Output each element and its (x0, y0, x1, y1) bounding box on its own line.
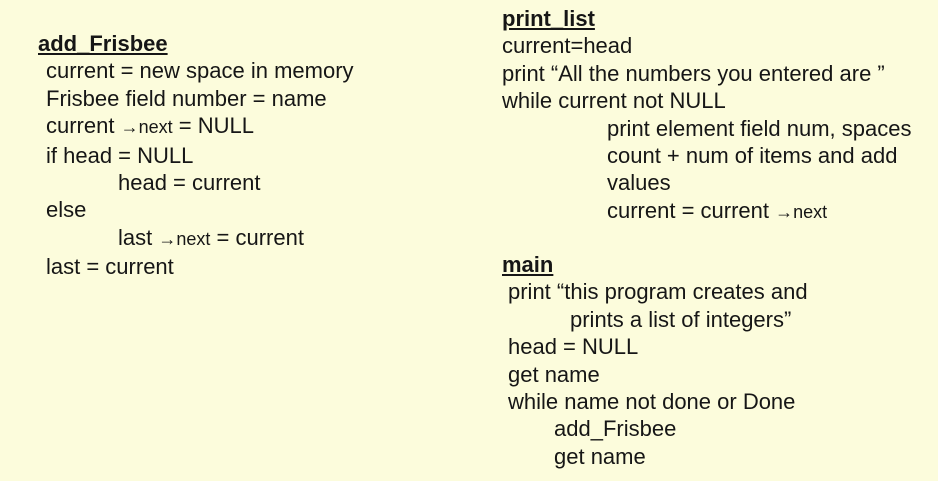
code-line: get name (502, 443, 808, 470)
code-line: last →next = current (38, 224, 354, 253)
code-line: if head = NULL (38, 142, 354, 169)
code-text: while current not NULL (502, 88, 726, 114)
code-line: head = NULL (502, 333, 808, 360)
code-line: print element field num, spaces (502, 115, 912, 142)
code-text: count + num of items and add (607, 143, 898, 169)
code-text: = current (210, 224, 304, 250)
code-line: current = new space in memory (38, 57, 354, 84)
code-text: get name (554, 443, 646, 469)
code-text: current = new space in memory (46, 58, 354, 84)
main-heading: main (502, 252, 554, 277)
arrow-next-token: →next (158, 228, 211, 249)
code-text: values (607, 170, 671, 196)
print-list-heading: print_list (502, 6, 595, 31)
code-text: print element field num, spaces (607, 115, 912, 141)
code-line: else (38, 196, 354, 223)
code-text: head = NULL (508, 334, 639, 360)
arrow-next-token: →next (120, 117, 173, 138)
code-line: print “All the numbers you entered are ” (502, 60, 912, 87)
code-text: current (46, 113, 121, 139)
code-text: print “this program creates and (508, 279, 808, 305)
code-line: current →next = NULL (38, 112, 354, 141)
code-line: current = current →next (502, 197, 912, 226)
code-line: get name (502, 361, 808, 388)
code-line: last = current (38, 253, 354, 280)
code-text: Frisbee field number = name (46, 85, 327, 111)
code-text: head = current (118, 170, 261, 196)
arrow-next-token: →next (775, 201, 828, 222)
code-line: count + num of items and add (502, 142, 912, 169)
code-line: Frisbee field number = name (38, 85, 354, 112)
code-line: while current not NULL (502, 87, 912, 114)
code-text: print “All the numbers you entered are ” (502, 60, 885, 86)
code-text: current = current (607, 197, 776, 223)
code-line: values (502, 169, 912, 196)
code-text: last = current (46, 254, 174, 280)
code-line: head = current (38, 169, 354, 196)
code-text: last (118, 224, 159, 250)
code-text: else (46, 197, 87, 223)
code-text: while name not done or Done (508, 389, 796, 415)
code-text: prints a list of integers” (570, 306, 792, 332)
code-text: add_Frisbee (554, 416, 677, 442)
code-line: prints a list of integers” (502, 306, 808, 333)
add-frisbee-heading: add_Frisbee (38, 31, 168, 56)
code-text: get name (508, 361, 600, 387)
code-text: if head = NULL (46, 142, 194, 168)
code-line: while name not done or Done (502, 388, 808, 415)
code-text: = NULL (172, 113, 254, 139)
code-line: add_Frisbee (502, 415, 808, 442)
code-line: current=head (502, 32, 912, 59)
code-line: print “this program creates and (502, 278, 808, 305)
code-text: current=head (502, 33, 633, 59)
